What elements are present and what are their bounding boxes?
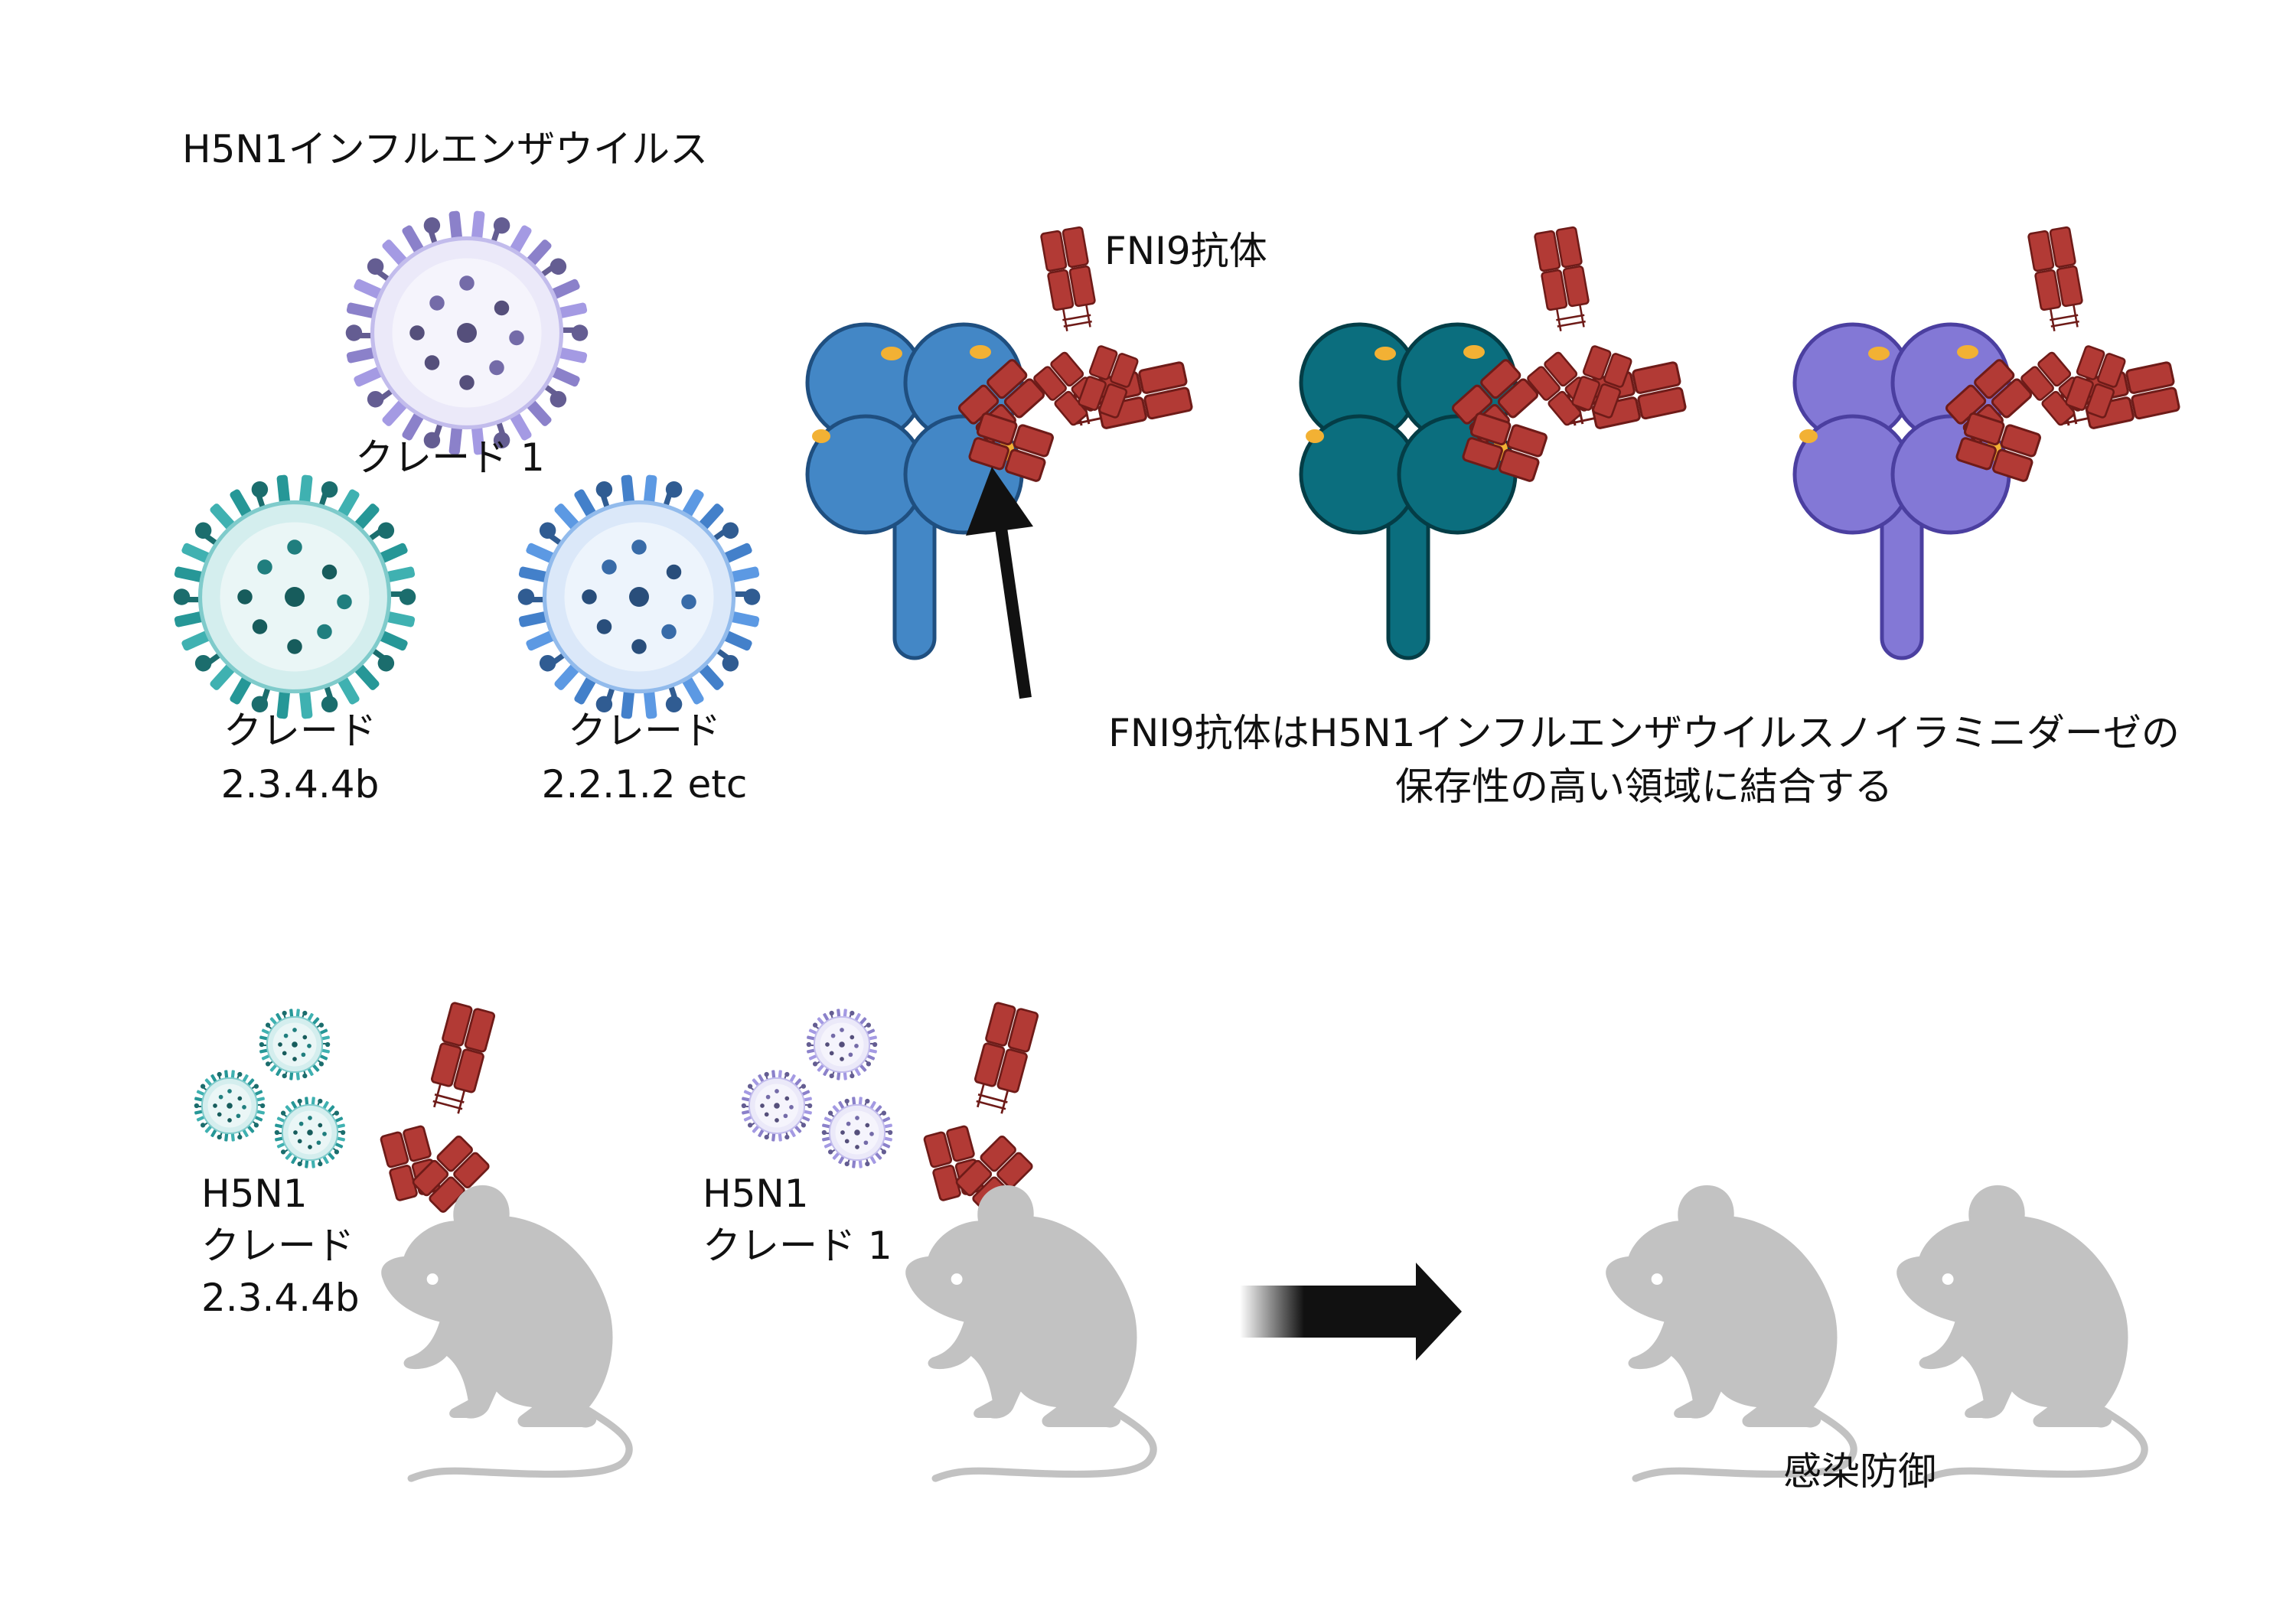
result-arrow [1240,1263,1462,1361]
virus-clade2344b-icon [173,474,416,719]
neuraminidase-purple-icon [1795,324,2009,658]
mouse-protected-icon [1896,1185,2144,1478]
clade2212-label-line2: 2.2.1.2 etc [541,762,748,807]
clade2344b-label-line2: 2.3.4.4b [220,762,380,807]
virus-cluster-purple-icon [741,1009,893,1168]
mouse-icon [905,1185,1153,1478]
antibody-label: FNI9抗体 [1104,229,1267,273]
binding-description-line1: FNI9抗体はH5N1インフルエンザウイルスノイラミニダーゼの [1108,711,2180,755]
epitope-pointer-arrow [966,467,1033,699]
mouse1-label-line2: クレード [201,1224,354,1268]
mouse-icon [381,1185,629,1478]
protection-label: 感染防御 [1783,1449,1936,1494]
clade1-label: クレード 1 [355,435,545,480]
virus-cluster-teal-icon [194,1009,346,1168]
virus-clade2212-icon [517,474,761,719]
neuraminidase-teal-icon [1301,324,1515,658]
mouse1-label-line3: 2.3.4.4b [201,1276,360,1320]
mouse1-label-line1: H5N1 [201,1172,308,1216]
clade2212-label-line1: クレード [568,709,721,753]
antibody-small-icon [908,992,1073,1223]
binding-description-line2: 保存性の高い領域に結合する [1395,764,1893,809]
mouse2-label-line1: H5N1 [703,1172,809,1216]
antibody-small-icon [364,992,530,1223]
mouse2-label-line2: クレード 1 [703,1224,892,1268]
clade2344b-label-line1: クレード [223,709,377,753]
virus-clade1-icon [345,210,589,455]
mouse-protected-icon [1606,1185,1854,1478]
virus-title: H5N1インフルエンザウイルス [182,127,709,171]
